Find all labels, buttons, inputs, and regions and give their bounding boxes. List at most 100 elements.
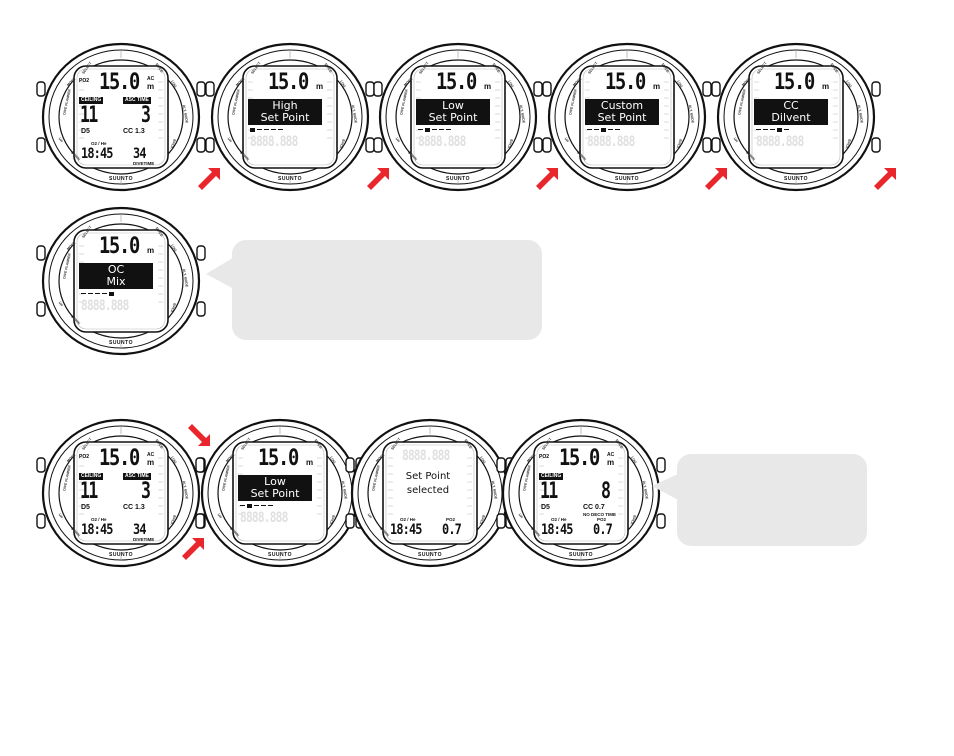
menu-selection-box: CustomSet Point [585, 99, 659, 125]
press-arrow-4 [703, 166, 729, 192]
gas-id: D5 [81, 504, 90, 511]
time-value: 18:45 [81, 522, 113, 538]
menu-line-2: Dilvent [754, 112, 828, 124]
depth-value: 15.0 [99, 70, 139, 95]
po2-value: 0.7 [442, 522, 461, 538]
depth-value: 15.0 [99, 234, 139, 259]
brand-logo: SUUNTO [496, 552, 666, 558]
menu-line-2: Set Point [248, 112, 322, 124]
watch-custom-set-point: SELECTMODEDIVE PLANNERUPDOWNMODELOGALT. … [542, 42, 712, 192]
depth-unit: m [147, 82, 154, 91]
watch-oc-mix: SELECTMODEDIVE PLANNERUPDOWNMODELOGALT. … [36, 206, 206, 356]
callout-tail-top [206, 254, 236, 294]
ghost-segments-top: 8888.888 [402, 448, 450, 464]
callout-tail-bottom [652, 470, 682, 506]
menu-position-indicator [81, 292, 121, 296]
menu-position-indicator [587, 128, 627, 132]
depth-value: 15.0 [559, 446, 599, 471]
menu-position-indicator [240, 504, 280, 508]
menu-position-indicator [250, 128, 290, 132]
time-value: 18:45 [81, 146, 113, 162]
depth-unit: m [316, 82, 323, 91]
message-line-1: Set Point [398, 470, 458, 484]
dive-time-value: 34 [133, 146, 146, 162]
depth-unit: m [147, 246, 154, 255]
cc-value: CC 1.3 [123, 504, 145, 511]
menu-selection-box: LowSet Point [416, 99, 490, 125]
o2-icon: PO2 [539, 454, 549, 460]
depth-unit: m [306, 458, 313, 467]
ghost-segments: 8888.888 [756, 134, 804, 150]
brand-logo: SUUNTO [205, 176, 375, 182]
depth-value: 15.0 [436, 70, 476, 95]
ghost-segments: 8888.888 [81, 298, 129, 314]
depth-unit: m [607, 458, 614, 467]
lcd-display: 15.0 mLowSet Point 8888.888 [236, 446, 324, 541]
time-value: 18:45 [390, 522, 422, 538]
depth-unit: m [147, 458, 154, 467]
depth-unit: m [653, 82, 660, 91]
po2-label: PO2 [597, 517, 606, 522]
menu-line-2: Mix [79, 276, 153, 288]
brand-logo: SUUNTO [36, 340, 206, 346]
deco-value: 8 [601, 479, 609, 504]
watch-low-set-point: SELECTMODEDIVE PLANNERUPDOWNMODELOGALT. … [373, 42, 543, 192]
ceiling-value: 11 [80, 103, 97, 128]
brand-logo: SUUNTO [711, 176, 881, 182]
brand-logo: SUUNTO [195, 552, 365, 558]
menu-line-2: Set Point [238, 488, 312, 500]
lcd-display: 15.0mCustomSet Point8888.888 [583, 70, 671, 165]
brand-logo: SUUNTO [36, 176, 206, 182]
brand-logo: SUUNTO [373, 176, 543, 182]
depth-value: 15.0 [258, 446, 298, 471]
ceiling-value: 11 [540, 479, 557, 504]
asc-time-value: 3 [141, 103, 149, 128]
brand-logo: SUUNTO [345, 552, 515, 558]
o2-icon: PO2 [79, 78, 89, 84]
asc-time-value: 3 [141, 479, 149, 504]
gas-id: D5 [541, 504, 550, 511]
depth-unit: m [484, 82, 491, 91]
depth-value: 15.0 [99, 446, 139, 471]
divetime-label: DIVETIME [133, 537, 154, 542]
divetime-label: DIVETIME [133, 161, 154, 166]
press-arrow-bottom-left [180, 536, 206, 562]
ghost-segments: 8888.888 [587, 134, 635, 150]
o2-icon: PO2 [79, 454, 89, 460]
message-line-2: selected [398, 484, 458, 498]
cc-value: CC 0.7 [583, 504, 605, 511]
menu-line-2: Set Point [585, 112, 659, 124]
ceiling-value: 11 [80, 479, 97, 504]
callout-bubble-bottom [677, 454, 867, 546]
press-arrow-3 [534, 166, 560, 192]
depth-unit: m [822, 82, 829, 91]
brand-logo: SUUNTO [542, 176, 712, 182]
dive-time-value: 34 [133, 522, 146, 538]
callout-bubble-top [232, 240, 542, 340]
menu-position-indicator [756, 128, 796, 132]
ghost-segments: 8888.888 [240, 510, 288, 526]
menu-line-2: Set Point [416, 112, 490, 124]
press-arrow-top-left [186, 422, 212, 448]
depth-value: 15.0 [774, 70, 814, 95]
ghost-segments: 8888.888 [418, 134, 466, 150]
press-arrow-5 [872, 166, 898, 192]
press-arrow-2 [365, 166, 391, 192]
press-arrow-1 [196, 166, 222, 192]
